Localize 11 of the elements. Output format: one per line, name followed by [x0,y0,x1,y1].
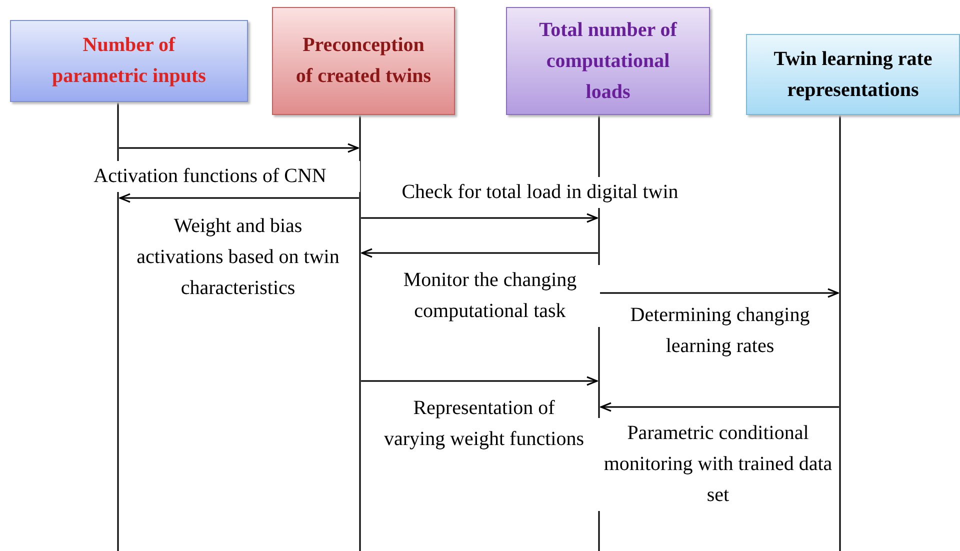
lifeline-header: Twin learning rate representations [746,34,960,115]
message-arrow [361,376,598,386]
message-arrow [361,248,598,258]
message-arrow [361,213,598,223]
lifeline-header: Preconception of created twins [272,7,455,115]
lifeline-header: Total number of computational loads [506,7,710,115]
lifeline-header: Number of parametric inputs [10,20,248,102]
message-arrow [600,288,839,298]
message-arrow [119,193,359,203]
message-arrow [600,402,839,412]
message-arrow [119,143,359,153]
